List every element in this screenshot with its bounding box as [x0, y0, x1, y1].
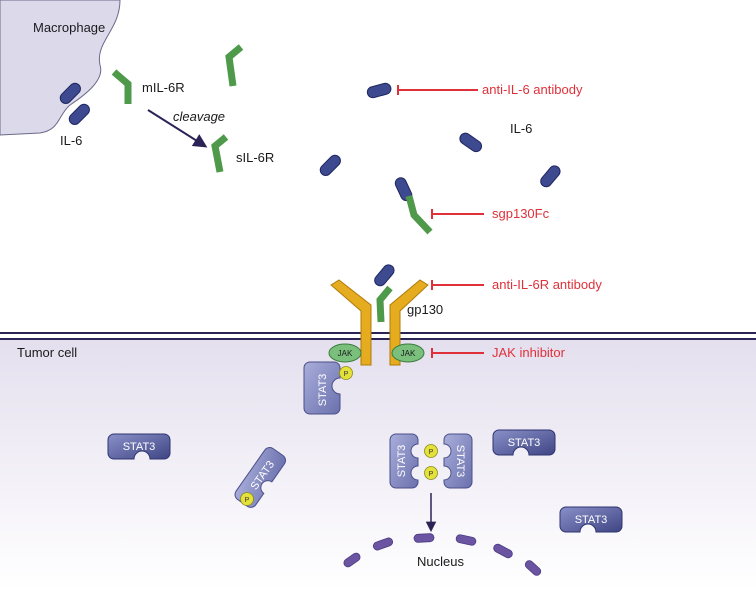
macrophage-label: Macrophage: [33, 20, 105, 35]
il6-molecule: [459, 132, 483, 153]
svg-text:P: P: [245, 497, 250, 504]
gp130-right-arm: [389, 279, 429, 366]
svg-text:JAK: JAK: [338, 349, 353, 358]
il6r-molecules: [111, 44, 433, 323]
svg-text:STAT3: STAT3: [454, 445, 466, 478]
sgp130fc-label: sgp130Fc: [492, 206, 550, 221]
membrane-il6r: [111, 69, 132, 104]
il6-molecule: [374, 264, 395, 287]
il6-molecule: [540, 165, 561, 188]
cleavage-arrow: [147, 109, 208, 148]
svg-text:P: P: [429, 449, 434, 456]
nucleus-label: Nucleus: [417, 554, 464, 569]
il6-label-left: IL-6: [60, 133, 82, 148]
il6-molecule: [68, 103, 90, 125]
sil6r-label: sIL-6R: [236, 150, 274, 165]
bound-il6r: [376, 285, 393, 323]
il6-molecule: [319, 154, 341, 176]
stat3-cytoplasm: STAT3: [492, 429, 556, 456]
svg-text:P: P: [429, 471, 434, 478]
soluble-il6r: [225, 44, 244, 87]
phosphate: P: [240, 492, 254, 506]
mil6r-label: mIL-6R: [142, 80, 185, 95]
svg-text:STAT3: STAT3: [396, 445, 408, 478]
il6-molecule: [59, 82, 81, 104]
soluble-il6r: [405, 195, 433, 235]
phosphate: [424, 444, 438, 458]
tumor-cell-label: Tumor cell: [17, 345, 77, 360]
il6-molecules: [59, 82, 561, 287]
macrophage-cell: [0, 0, 121, 136]
jak-right: JAK: [391, 343, 425, 363]
svg-text:STAT3: STAT3: [508, 437, 541, 449]
il6-molecule: [366, 82, 392, 99]
stat3-cytoplasm: STAT3: [107, 433, 171, 460]
gp130-left-arm: [330, 279, 372, 366]
gp130-receptor: [330, 279, 429, 366]
anti-il6-antibody-label: anti-IL-6 antibody: [482, 82, 583, 97]
phosphate: [424, 466, 438, 480]
cleavage-label: cleavage: [173, 109, 225, 124]
stat3-cytoplasm: STAT3: [559, 506, 623, 533]
stat3-monomer: [443, 433, 473, 489]
svg-text:JAK: JAK: [401, 349, 416, 358]
svg-text:STAT3: STAT3: [575, 514, 608, 526]
il6-label-right: IL-6: [510, 121, 532, 136]
gp130-label: gp130: [407, 302, 443, 317]
jak-left: JAK: [328, 343, 362, 363]
stat3-dimer: STAT3 STAT3 P P: [389, 433, 473, 489]
jak-inhibitor-label: JAK inhibitor: [492, 345, 566, 360]
svg-text:STAT3: STAT3: [123, 441, 156, 453]
soluble-il6r: [211, 134, 229, 173]
tumor-cell-body: [0, 338, 756, 590]
nuclear-envelope: [343, 533, 542, 576]
svg-text:P: P: [344, 371, 349, 378]
phosphate: [339, 366, 353, 380]
inhibitor-lines: [397, 85, 484, 358]
svg-text:STAT3: STAT3: [317, 374, 329, 407]
stat3-monomer: [389, 433, 419, 489]
stat3-receptor-bound: STAT3 P: [303, 361, 353, 415]
anti-il6r-antibody-label: anti-IL-6R antibody: [492, 277, 602, 292]
